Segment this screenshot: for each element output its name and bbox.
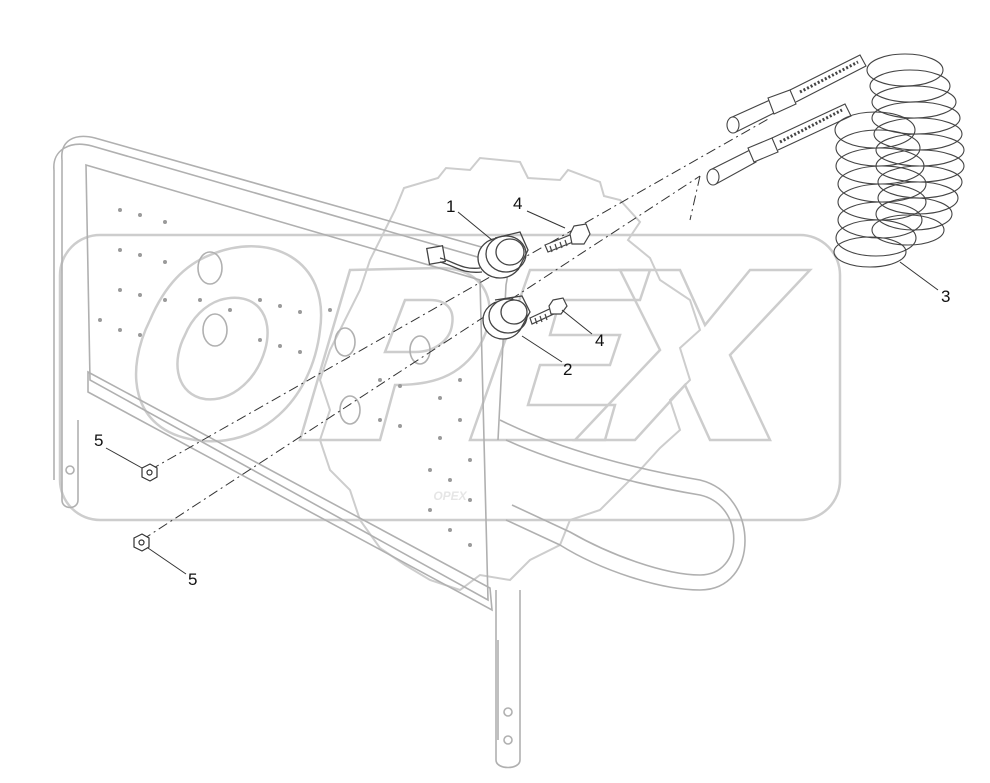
cable-plug-upper: [726, 54, 867, 134]
cable-plug-lower: [706, 103, 852, 186]
callout-labels: 1 4 3 4 2 5 5: [94, 194, 950, 589]
leader-lines: [105, 210, 939, 575]
callout-3: 3: [941, 287, 950, 306]
coiled-cable: [706, 53, 965, 268]
alignment-lines: [141, 117, 771, 541]
callout-4-upper: 4: [513, 194, 522, 213]
callout-2: 2: [563, 360, 572, 379]
watermark-letters: [58, 233, 842, 522]
callout-1: 1: [446, 197, 455, 216]
watermark: [58, 156, 842, 592]
connector-upper: [425, 231, 529, 279]
panel-holes: [98, 208, 472, 547]
watermark-gear: [318, 156, 702, 592]
screw-upper: [544, 223, 591, 253]
callout-5-lower: 5: [188, 570, 197, 589]
callout-4-lower: 4: [595, 331, 604, 350]
watermark-text: OPEX: [433, 489, 467, 503]
nut-lower: [133, 533, 150, 552]
callout-5-upper: 5: [94, 431, 103, 450]
nut-upper: [141, 463, 158, 482]
connector-lower: [482, 295, 531, 340]
mounting-panel: [53, 135, 746, 769]
screw-lower: [529, 297, 568, 325]
